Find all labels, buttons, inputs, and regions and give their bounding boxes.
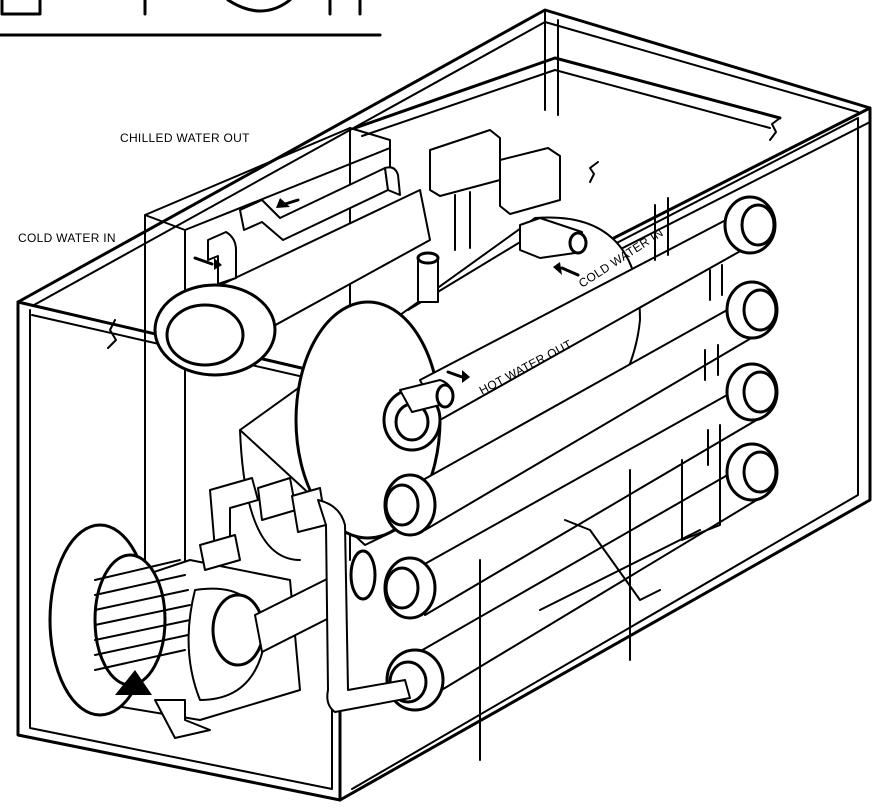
label-cold-water-in-left: COLD WATER IN [18,231,116,245]
top-pipes [207,166,440,303]
hot-water-elbow [382,379,455,452]
tube-bundle [383,195,779,712]
lower-structure [479,454,721,761]
pump-motor [48,523,336,739]
pump-piping [199,477,411,713]
hot-out-arrow [446,370,464,379]
top-valves [429,129,588,259]
label-chilled-water-out: CHILLED WATER OUT [120,131,250,145]
title-fragment [0,0,382,37]
cold-in-right-arrow [560,266,580,277]
cold-in-left-arrow [193,256,214,266]
flow-arrows [193,198,580,383]
upper-cylinder [153,189,431,377]
